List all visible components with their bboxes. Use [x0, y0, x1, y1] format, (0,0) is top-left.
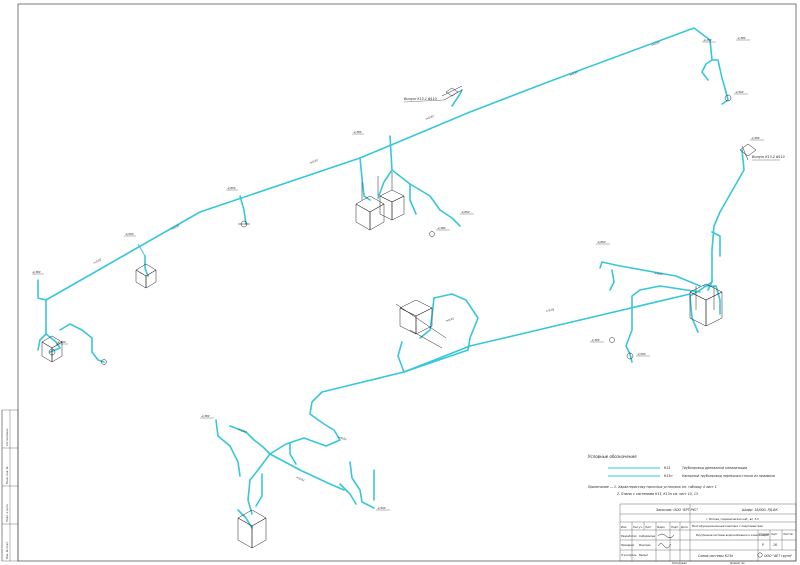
stage-value: Р: [762, 543, 764, 547]
elevation-15: -4,380: [201, 414, 210, 418]
sheets-label: Листов: [782, 532, 793, 536]
slope-label-1: i=0,02: [93, 257, 103, 265]
row-name-3: Белый: [639, 553, 648, 557]
legend-text-2: Напорный трубопровод перекачки стоков из…: [682, 474, 775, 478]
sheet-label: Лист: [770, 532, 778, 536]
pump-pit-center: [395, 299, 447, 349]
slope-label-9: i=0,02: [445, 316, 455, 323]
header-cell-5: Подп.: [671, 525, 679, 529]
copied-label: Копировал: [672, 561, 687, 565]
riser-marker-right: [739, 143, 757, 161]
slope-label-11: i=0,02: [296, 475, 306, 482]
elevation-8: -4,500: [735, 90, 744, 94]
slope-label-12: i=0,02: [238, 427, 248, 434]
header-cell-2: Кол.уч.: [633, 525, 643, 529]
company-logo: [757, 552, 763, 558]
format-label: Формат А1: [730, 561, 745, 565]
slope-label-6: i=0,02: [651, 40, 661, 47]
row-role-1: Разработал: [621, 534, 637, 538]
stage-label: Стадия: [759, 532, 769, 536]
slope-label-8: i=0,02: [545, 307, 555, 313]
elevation-1: -4,380: [32, 270, 41, 274]
riser-marker-top: [441, 85, 463, 101]
pump-small-mid: [101, 231, 435, 365]
pump-pit-cluster: [355, 172, 405, 231]
pipe-network: [37, 27, 745, 529]
row-role-2: Проверил: [621, 543, 635, 547]
riser-label-right-text: Выпуск К13-2 Ф110: [752, 155, 785, 159]
signature-2: [657, 543, 672, 549]
header-cell-4: №док.: [656, 526, 666, 529]
title-block: Заказчик: ООО "БРТ РУС" Шифр: 16/000.-РД…: [619, 503, 797, 565]
elevation-12: -4,500: [637, 352, 646, 356]
elevation-5: -4,380: [353, 130, 362, 134]
pressure-line: [247, 293, 691, 515]
notes: Примечание — 1. Характеристику насосных …: [588, 485, 717, 496]
slope-label-10: i=0,02: [338, 435, 348, 441]
title-drawing: Схема системы К13н: [698, 554, 733, 558]
note-line-2: 2. Планы с системами К13, К13н см. лист …: [617, 492, 698, 496]
legend-code-1: К13: [664, 466, 670, 470]
riser-label-top-text: Выпуск К13-1 Ф110: [404, 97, 437, 101]
title-customer: Заказчик: ООО "БРТ РУС": [656, 508, 699, 512]
pump-small-right: [609, 337, 634, 360]
side-stamp-cell-4: Инв. № подл.: [5, 541, 9, 559]
note-line-1: Примечание — 1. Характеристику насосных …: [588, 485, 717, 489]
title-object: Многофункциональный комплекс с апартамен…: [692, 524, 763, 528]
sheet-value: 16: [773, 543, 777, 547]
elevation-2: -4,380: [57, 340, 66, 344]
pump-pit-right: [689, 283, 723, 327]
pump-small-top: [724, 94, 732, 102]
pump-pit-2: [238, 220, 250, 228]
title-code: Шифр: 16/000.-РД-ВК: [742, 508, 778, 512]
elevation-4: -4,850: [227, 186, 236, 190]
slope-label-3: i=0,02: [309, 158, 319, 165]
signature-1: [657, 533, 675, 538]
header-cell-6: Дата: [680, 525, 688, 529]
slope-label-7: i=0,02: [654, 271, 663, 276]
riser-label-right: Выпуск К13-2 Ф110: [752, 155, 785, 161]
side-stamp-cell-1: Согласовано: [5, 428, 9, 446]
row-role-3: Н.контроль: [621, 553, 637, 557]
elevation-marks: -4,380 -4,380 -4,500 -4,850 -4,380 -4,25…: [32, 36, 764, 511]
legend-title: Условные обозначения: [588, 454, 637, 459]
company-name: ООО "АЕТ групп": [764, 554, 793, 558]
slope-label-2: i=0,02: [171, 223, 181, 231]
riser-label-top: Выпуск К13-1 Ф110: [403, 97, 445, 103]
elevation-3: -4,500: [125, 232, 134, 236]
sheet-frame: [17, 3, 797, 562]
legend-text-1: Трубопровод дренажной канализации: [682, 466, 747, 470]
pump-pit-bottom: [237, 509, 267, 549]
title-address: г. Москва, Садовническая наб., вл. 3-5: [706, 517, 759, 521]
legend: Условные обозначения К13 Трубопровод дре…: [588, 454, 775, 478]
legend-code-2: К13н: [664, 474, 672, 478]
elevation-14: -4,850: [461, 210, 470, 214]
row-name-2: Маслова: [639, 543, 651, 547]
pump-pit-1: [135, 263, 157, 289]
slope-labels: i=0,02 i=0,02 i=0,02 i=0,02 i=0,02 i=0,0…: [93, 40, 664, 482]
elevation-13: -4,380: [437, 226, 446, 230]
slope-label-4: i=0,02: [425, 114, 435, 121]
header-cell-3: Лист: [644, 525, 652, 529]
elevation-11: -4,380: [591, 338, 600, 342]
title-system: Внутренние системы водоснабжения и канал…: [696, 533, 769, 537]
elevation-7: -4,380: [737, 36, 746, 40]
slope-label-5: i=0,02: [569, 70, 579, 77]
row-name-1: Сибирякова: [639, 534, 656, 538]
elevation-6: -4,250: [703, 38, 712, 42]
side-stamp-cell-2: Взам. инв. №: [5, 466, 9, 484]
elevation-9: -4,380: [751, 136, 760, 140]
main-drain-line: [37, 27, 727, 301]
header-cell-1: Изм.: [621, 525, 627, 529]
side-stamp-cell-3: Подп. и дата: [5, 504, 9, 522]
side-stamp: Согласовано Взам. инв. № Подп. и дата Ин…: [1, 409, 19, 562]
elevation-10: -4,850: [597, 240, 606, 244]
elevation-16: -4,500: [377, 506, 386, 510]
